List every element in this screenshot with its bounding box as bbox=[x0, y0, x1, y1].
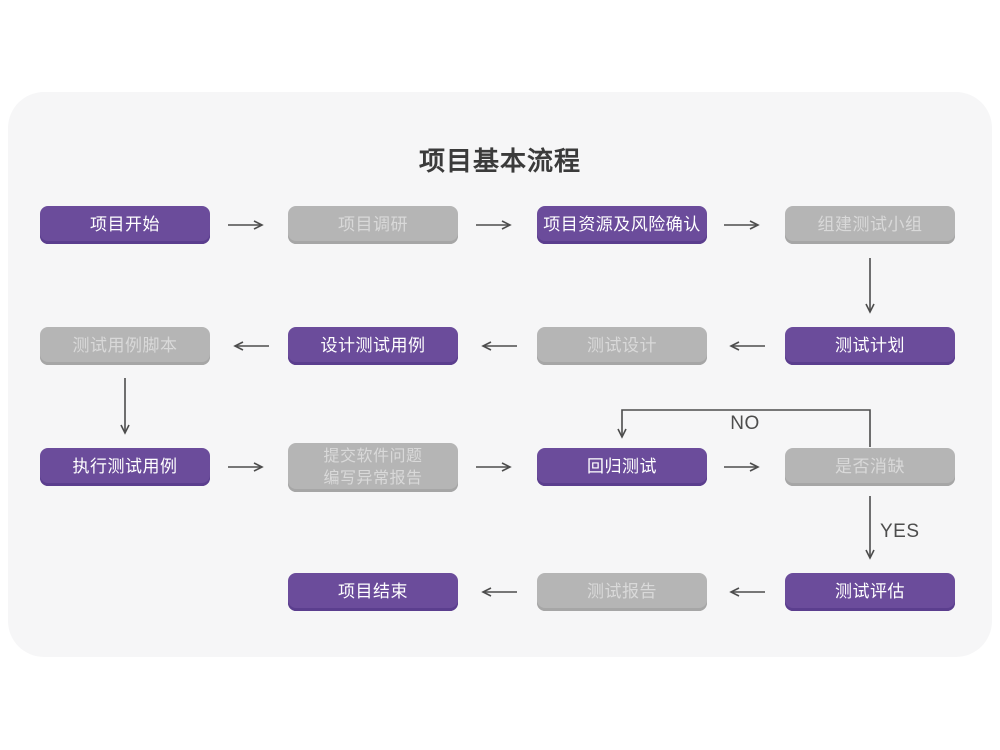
node-test-report: 测试报告 bbox=[537, 573, 707, 611]
node-label: 测试评估 bbox=[835, 581, 905, 601]
node-label-line1: 提交软件问题 bbox=[323, 448, 423, 466]
node-label-line2: 编写异常报告 bbox=[323, 469, 423, 487]
node-label: 测试计划 bbox=[835, 335, 905, 355]
node-label: 项目调研 bbox=[338, 214, 408, 234]
branch-label-no: NO bbox=[730, 413, 760, 434]
node-project-start: 项目开始 bbox=[40, 206, 210, 244]
node-label: 设计测试用例 bbox=[320, 335, 426, 355]
node-label: 是否消缺 bbox=[835, 456, 905, 476]
node-execute-cases: 执行测试用例 bbox=[40, 448, 210, 486]
node-project-research: 项目调研 bbox=[288, 206, 458, 244]
node-defect-check: 是否消缺 bbox=[785, 448, 955, 486]
node-design-cases: 设计测试用例 bbox=[288, 327, 458, 365]
node-label: 项目结束 bbox=[338, 581, 408, 601]
node-label: 组建测试小组 bbox=[817, 214, 923, 234]
node-case-scripts: 测试用例脚本 bbox=[40, 327, 210, 365]
node-regression-test: 回归测试 bbox=[537, 448, 707, 486]
node-label: 项目开始 bbox=[90, 214, 160, 234]
node-test-design: 测试设计 bbox=[537, 327, 707, 365]
branch-label-yes: YES bbox=[880, 521, 920, 542]
node-label: 测试用例脚本 bbox=[72, 335, 178, 355]
node-label: 测试报告 bbox=[587, 581, 657, 601]
node-label: 回归测试 bbox=[587, 456, 657, 476]
node-project-end: 项目结束 bbox=[288, 573, 458, 611]
node-report-issues: 提交软件问题 编写异常报告 bbox=[288, 443, 458, 492]
node-label: 执行测试用例 bbox=[72, 456, 178, 476]
node-risk-confirm: 项目资源及风险确认 bbox=[537, 206, 707, 244]
node-label: 项目资源及风险确认 bbox=[543, 214, 701, 234]
node-test-evaluate: 测试评估 bbox=[785, 573, 955, 611]
diagram-title: 项目基本流程 bbox=[418, 146, 581, 176]
node-label: 测试设计 bbox=[587, 335, 657, 355]
flowchart-card-background bbox=[8, 92, 992, 657]
node-build-team: 组建测试小组 bbox=[785, 206, 955, 244]
node-test-plan: 测试计划 bbox=[785, 327, 955, 365]
